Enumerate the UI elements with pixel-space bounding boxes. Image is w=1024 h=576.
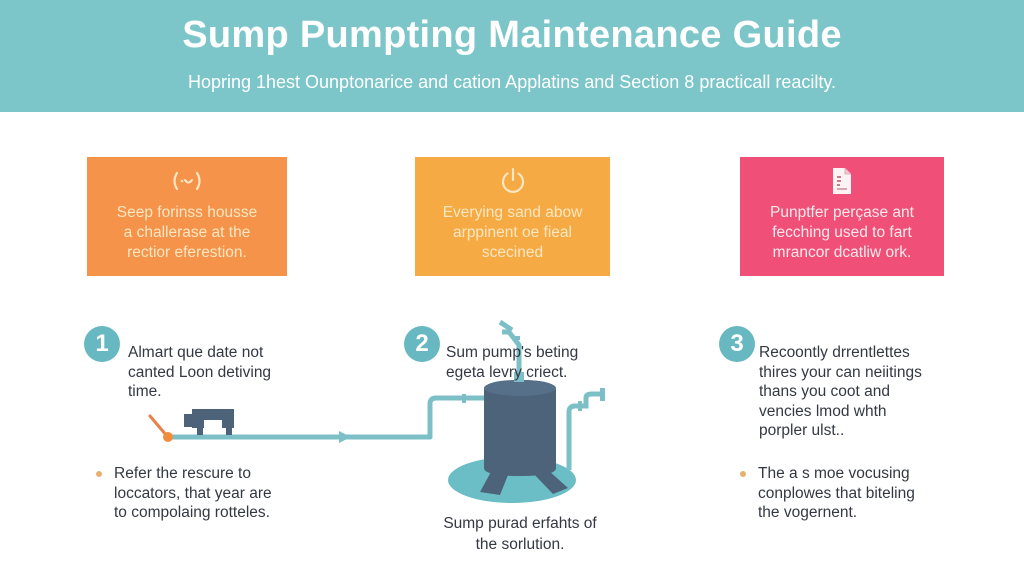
discharge-pipe bbox=[498, 319, 524, 382]
bullet-line: The a s moe vocusing bbox=[758, 465, 910, 482]
step-1-bullet-text: Refer the rescure to loccators, that yea… bbox=[114, 464, 272, 523]
card-line: Punptfer perçase ant bbox=[770, 204, 914, 221]
bullet-line: Refer the rescure to bbox=[114, 465, 251, 482]
document-icon bbox=[831, 167, 853, 195]
card-line: mrancor dcatliw ork. bbox=[772, 244, 912, 261]
step-line: porpler ulst.. bbox=[759, 422, 845, 439]
step-badge-1: 1 bbox=[84, 326, 120, 362]
card-line: Seep forinss housse bbox=[116, 204, 258, 221]
step-line: Almart que date not bbox=[128, 344, 264, 361]
bullet-line: the vogernent. bbox=[758, 504, 858, 521]
flow-arrow-icon bbox=[339, 431, 351, 443]
card-text: Seep forinss housse a challerase at the … bbox=[107, 203, 267, 263]
sump-tank bbox=[484, 380, 556, 476]
card-text: Everying sand abow arppinent oe fieal sc… bbox=[433, 203, 593, 263]
info-card-3: Punptfer perçase ant fecching used to fa… bbox=[740, 157, 944, 276]
valve-lever-icon bbox=[148, 414, 173, 442]
page-subtitle: Hopring 1hest Ounptonarice and cation Ap… bbox=[187, 72, 837, 92]
step-1-text: Almart que date not canted Loon detiving… bbox=[128, 343, 271, 402]
step-3-bullet-text: The a s moe vocusing conplowes that bite… bbox=[758, 464, 915, 523]
step-line: time. bbox=[128, 383, 162, 400]
power-icon bbox=[498, 167, 528, 195]
step-badge-2: 2 bbox=[404, 326, 440, 362]
card-line: Everying sand abow bbox=[442, 204, 583, 221]
info-card-1: Seep forinss housse a challerase at the … bbox=[87, 157, 287, 276]
bullet-dot-icon bbox=[96, 471, 102, 477]
bullet-line: conplowes that biteling bbox=[758, 484, 915, 502]
page-title: Sump Pumpting Maintenance Guide bbox=[182, 14, 842, 56]
bullet-dot-icon bbox=[740, 471, 746, 477]
inlet-pipe bbox=[165, 394, 493, 443]
card-line: a challerase at the bbox=[123, 224, 251, 241]
info-card-2: Everying sand abow arppinent oe fieal sc… bbox=[415, 157, 610, 276]
outlet-pipe bbox=[566, 388, 605, 470]
card-text: Punptfer perçase ant fecching used to fa… bbox=[760, 203, 924, 263]
step-line: Recoontly drrentlettes bbox=[759, 344, 910, 361]
step-line: Sum pump's beting bbox=[446, 344, 579, 361]
card-line: fecching used to fart bbox=[772, 224, 912, 241]
step-line: thans you coot and bbox=[759, 383, 890, 400]
card-line: rectior eferestion. bbox=[127, 244, 247, 261]
bullet-line: to compolaing rotteles. bbox=[114, 504, 270, 521]
card-line: arppinent oe fieal bbox=[453, 224, 572, 241]
step-2-text: Sum pump's beting egeta levry criect. bbox=[446, 343, 578, 382]
step-badge-3: 3 bbox=[719, 326, 755, 362]
header-banner: Sump Pumpting Maintenance Guide Hopring … bbox=[0, 0, 1024, 112]
step-line: thires your can neiitings bbox=[759, 363, 922, 381]
caption-line: Sump purad erfahts of bbox=[443, 515, 597, 532]
step-2-caption: Sump purad erfahts of the sorlution. bbox=[420, 513, 620, 555]
pump-motor-icon bbox=[184, 409, 234, 435]
step-line: egeta levry criect. bbox=[446, 363, 568, 381]
caption-line: the sorlution. bbox=[475, 536, 565, 553]
step-line: vencies lmod whth bbox=[759, 402, 887, 420]
card-line: scecined bbox=[481, 244, 544, 261]
bullet-line: loccators, that year are bbox=[114, 484, 272, 502]
step-line: canted Loon detiving bbox=[128, 363, 272, 381]
face-icon bbox=[170, 167, 204, 195]
step-3-text: Recoontly drrentlettes thires your can n… bbox=[759, 343, 922, 441]
